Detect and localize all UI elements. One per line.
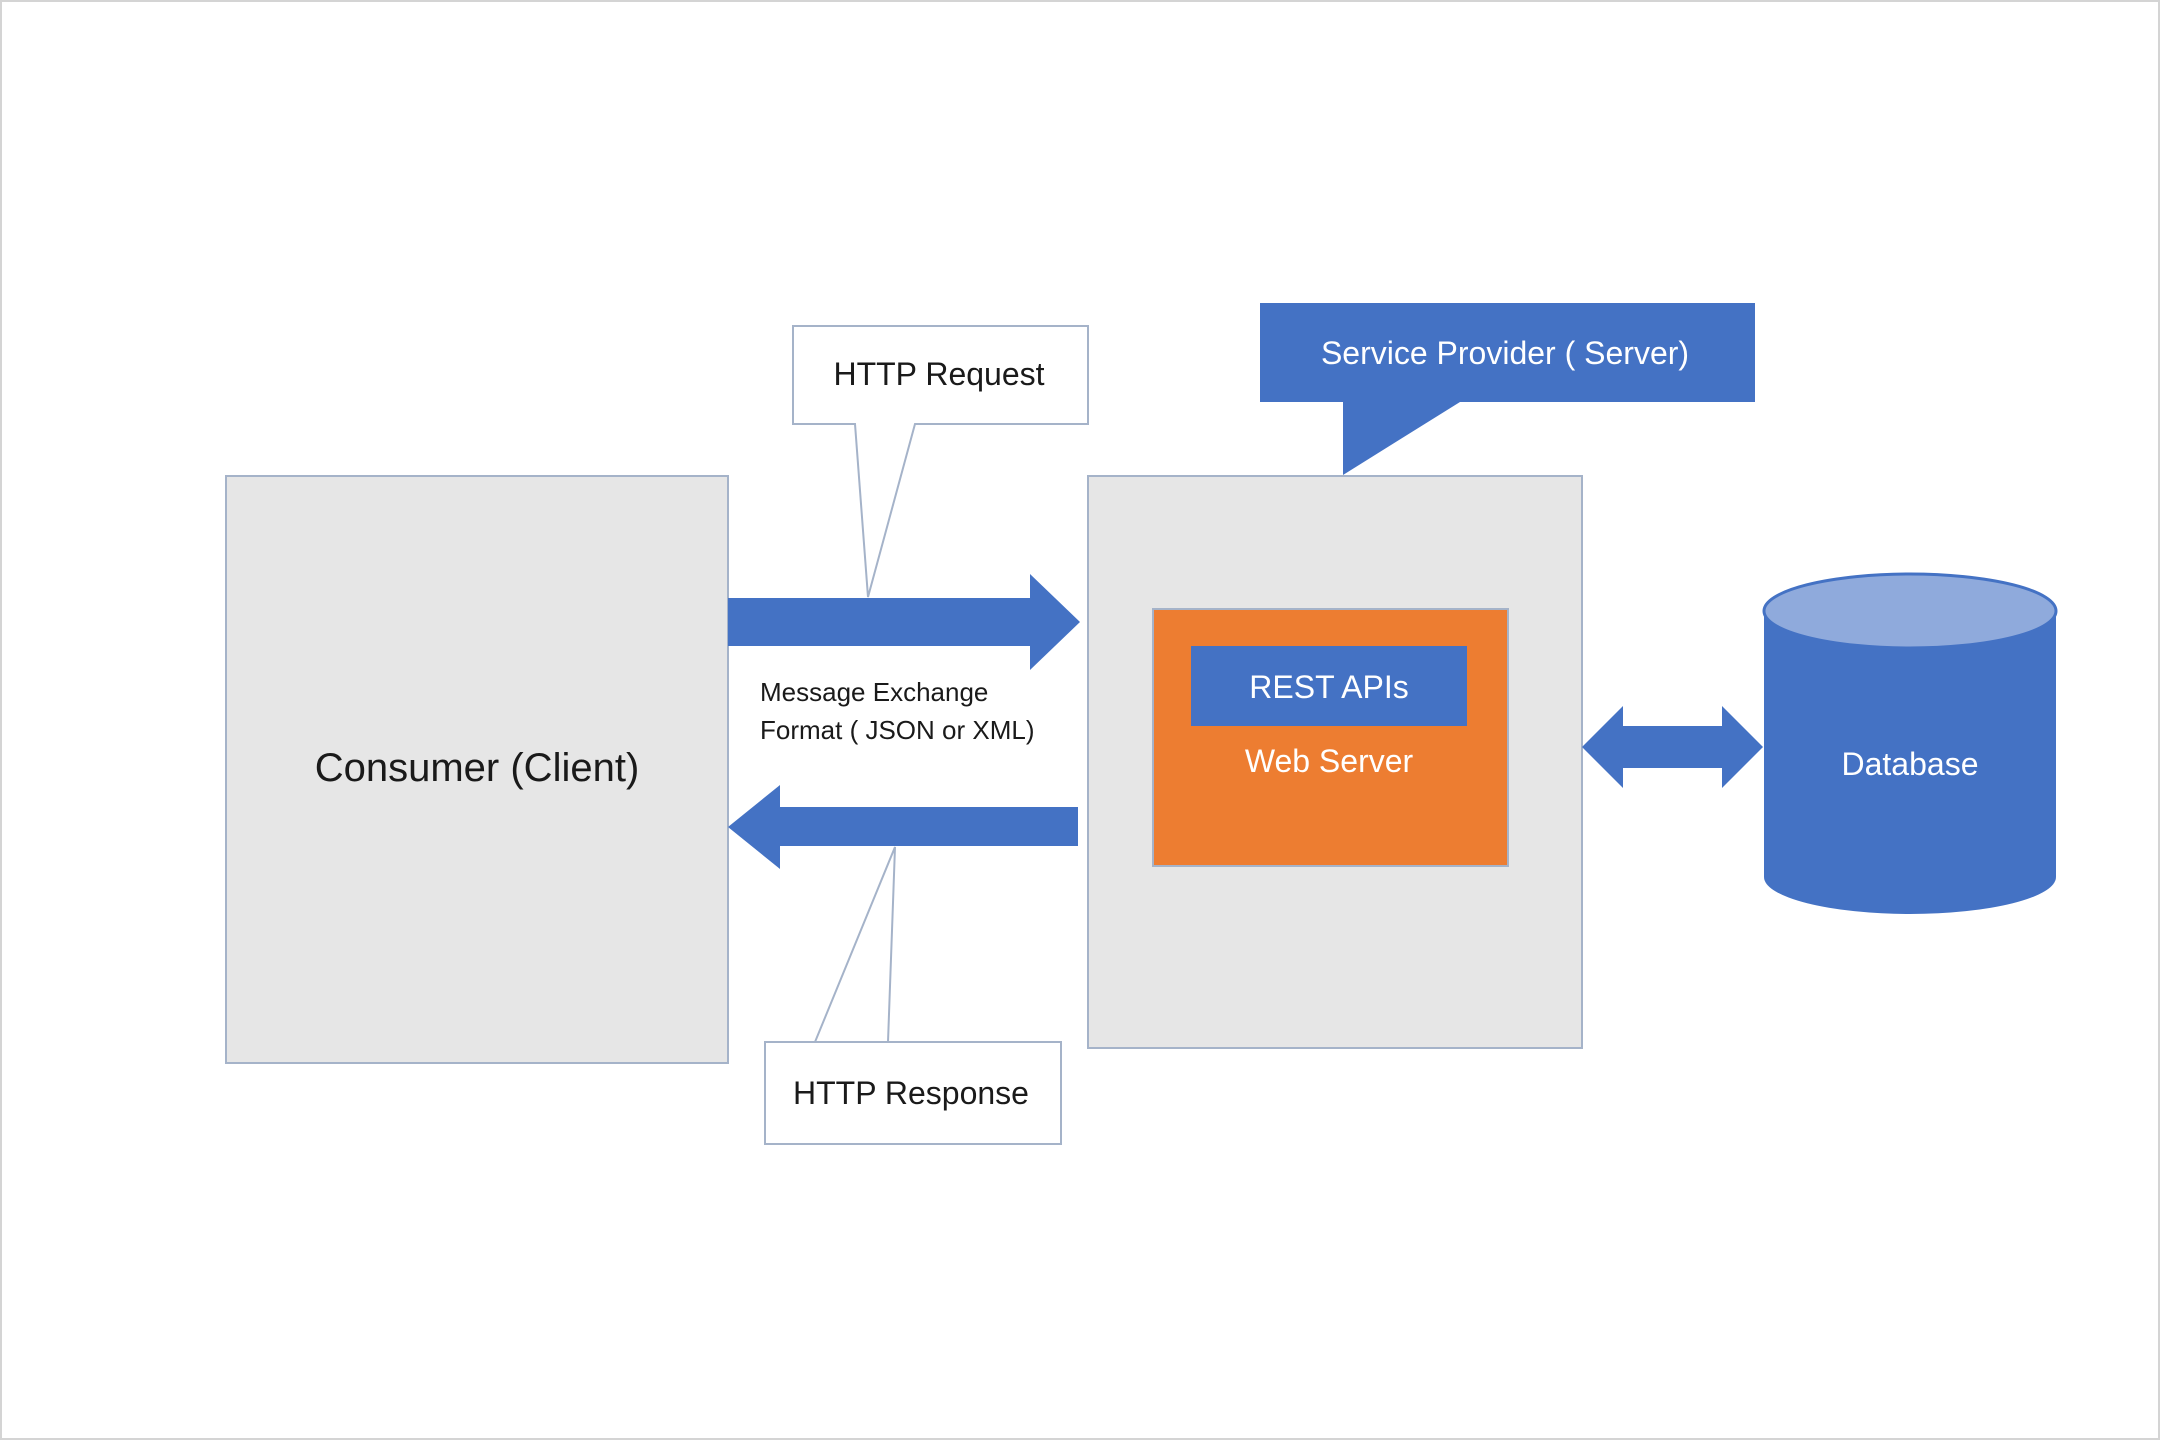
service-provider-callout (1260, 303, 1755, 475)
database-cylinder-top (1762, 572, 2058, 650)
message-format-line1: Message Exchange (760, 677, 988, 707)
http-response-callout-pointer (814, 846, 896, 1043)
server-database-double-arrow (1582, 706, 1763, 788)
http-request-arrow (728, 574, 1080, 670)
http-request-callout (792, 325, 1089, 598)
message-format-line2: Format ( JSON or XML) (760, 715, 1034, 745)
http-response-callout-box (764, 1041, 1062, 1145)
rest-apis-box (1191, 646, 1467, 726)
rest-apis-label: REST APIs (1249, 669, 1408, 705)
web-server-label: Web Server (1245, 743, 1414, 779)
http-response-label: HTTP Response (793, 1075, 1029, 1111)
consumer-client-box (225, 475, 729, 1064)
http-request-label: HTTP Request (833, 356, 1044, 392)
service-provider-label: Service Provider ( Server) (1321, 335, 1689, 371)
consumer-client-label: Consumer (Client) (315, 746, 640, 790)
http-response-arrow (728, 785, 1078, 869)
database-cylinder-body (1764, 611, 2056, 914)
database-label: Database (1842, 746, 1979, 782)
